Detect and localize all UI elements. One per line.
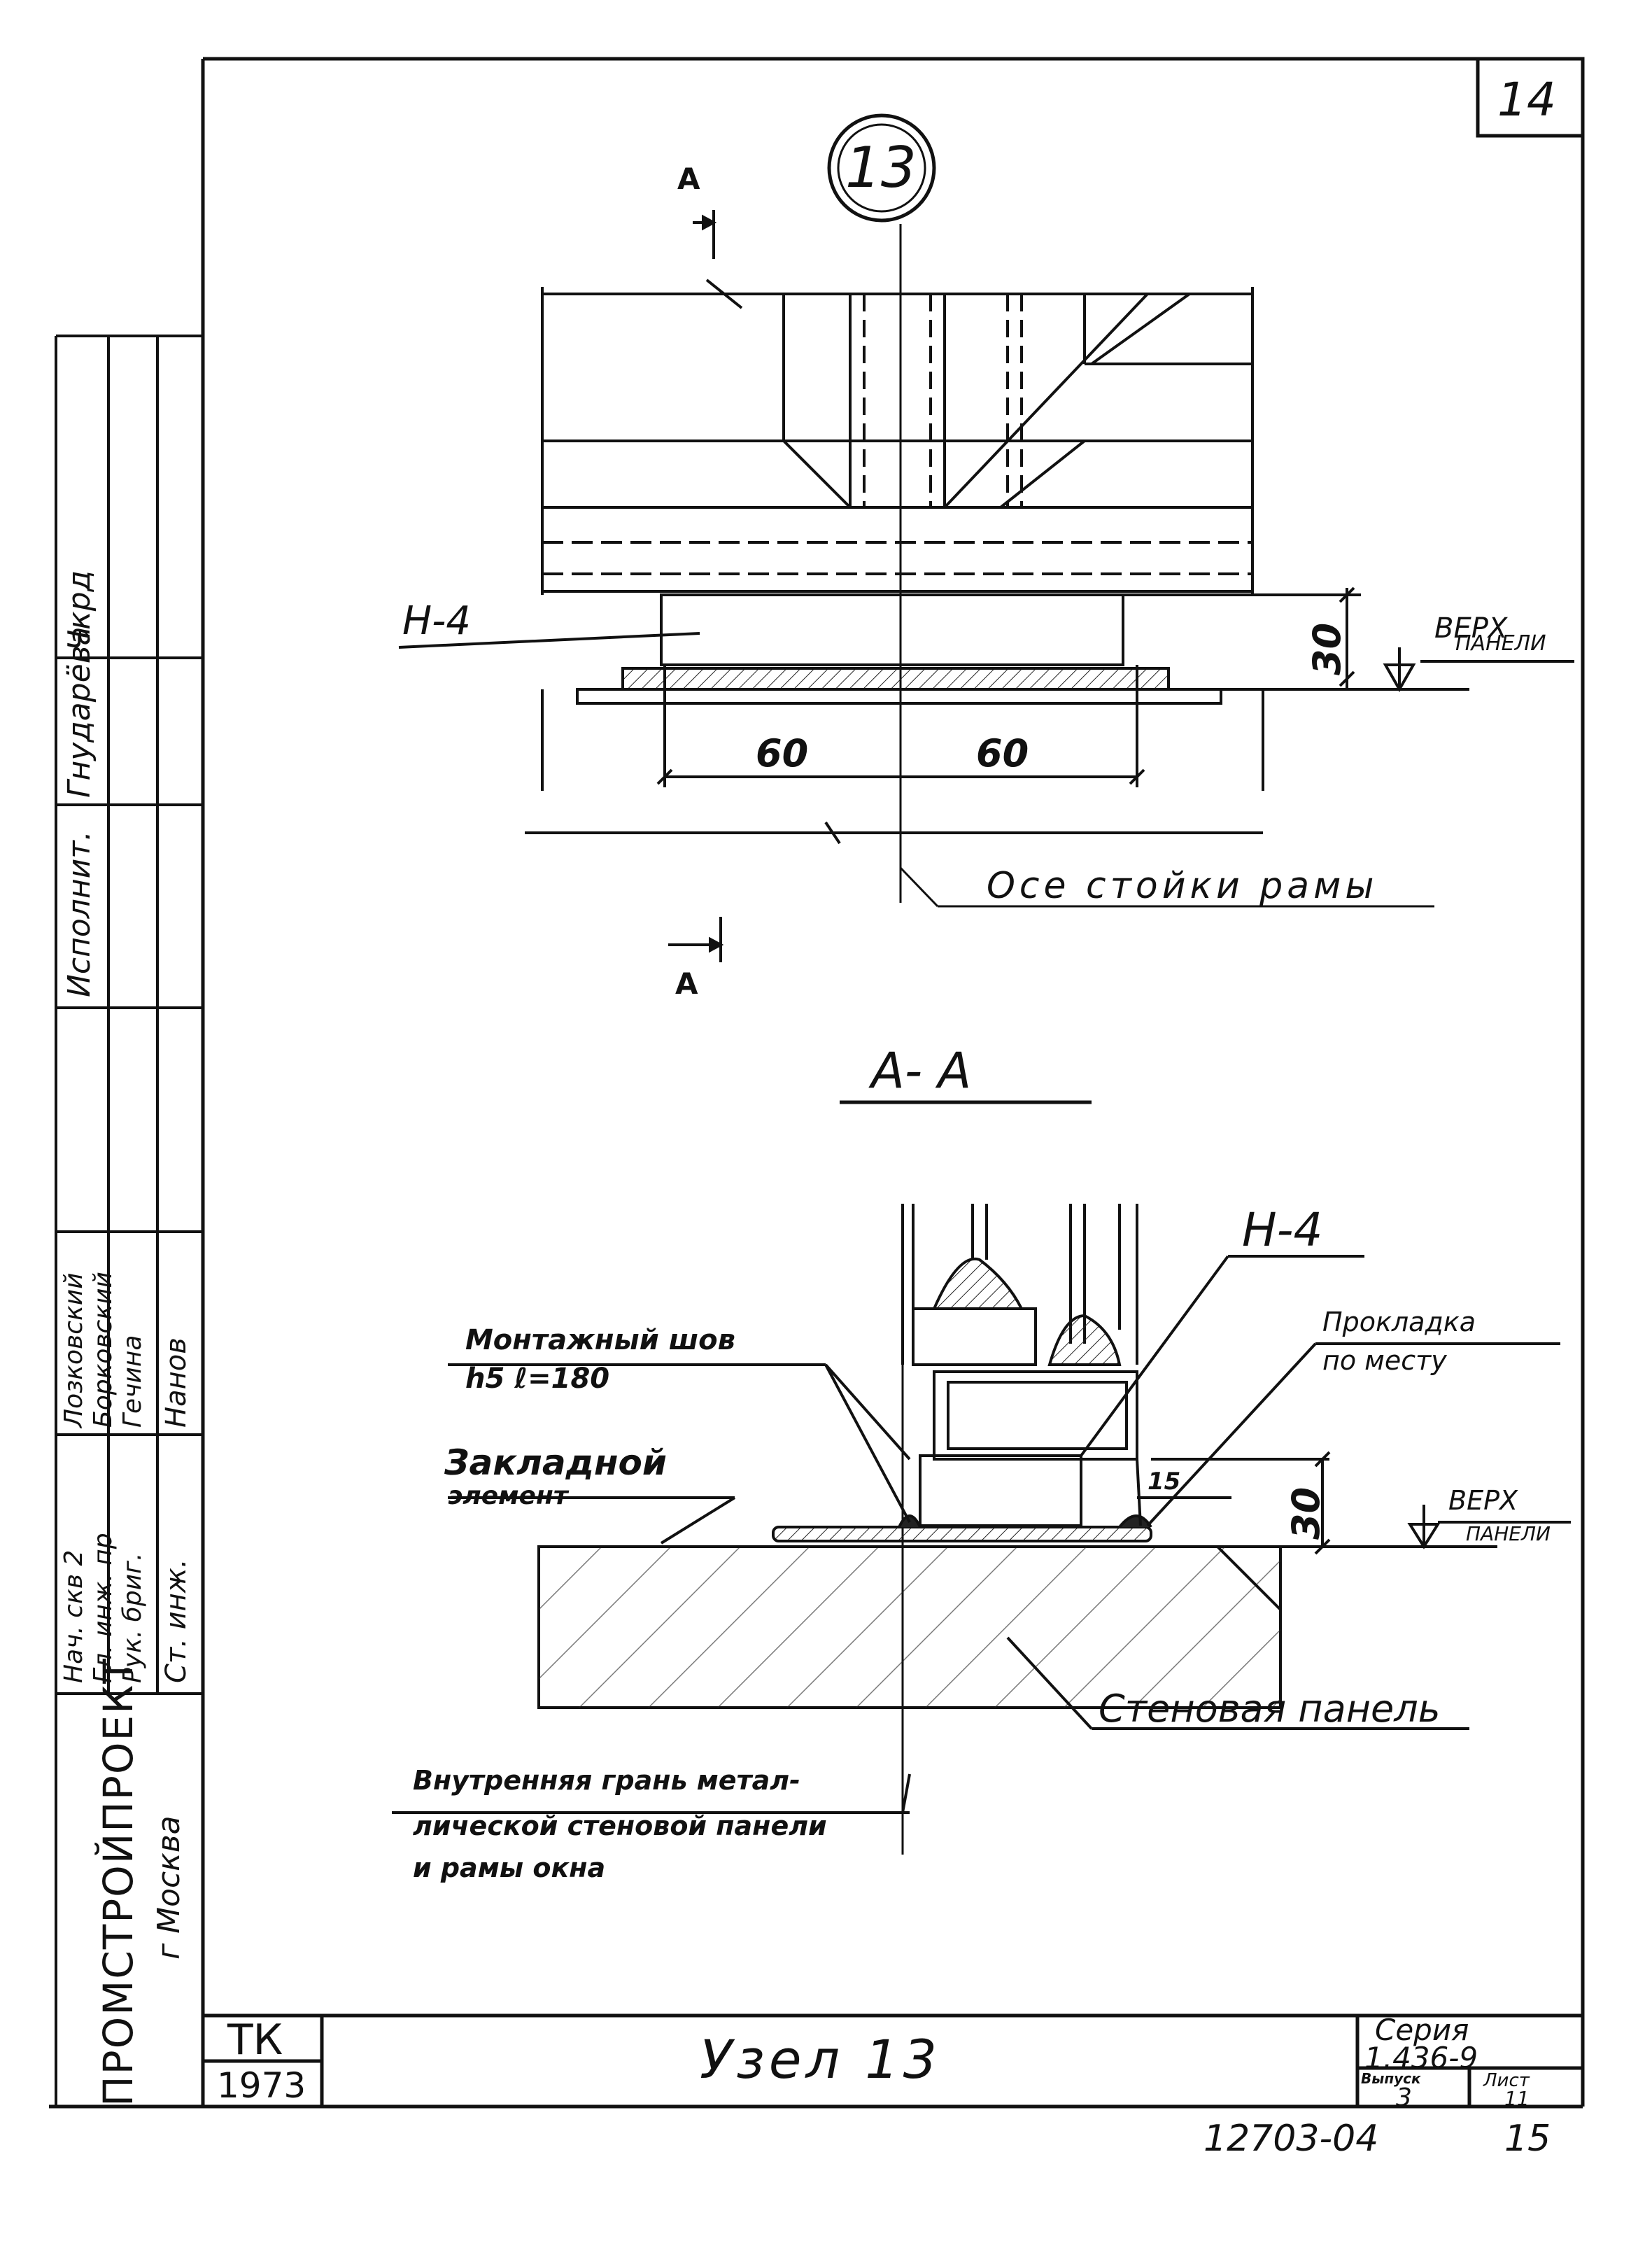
gasket-label-2: по месту (1322, 1345, 1447, 1376)
plan-view (398, 113, 1574, 962)
sheet-label: Лист (1483, 2070, 1530, 2091)
section-title: А- А (871, 1042, 972, 1099)
inner-face-label-1: Внутренняя грань метал- (413, 1765, 800, 1796)
node-callout: 13 (845, 135, 917, 200)
plan-level-label-2: ПАНЕЛИ (1455, 631, 1546, 656)
stamp-row-1-sign: Чкрд (62, 570, 97, 651)
issue-label: Выпуск (1361, 2070, 1421, 2087)
sheet-value: 11 (1504, 2087, 1530, 2110)
plan-dim-60-left: 60 (756, 731, 809, 775)
doc-code: 12703-04 (1203, 2118, 1379, 2160)
stamp-row-1-name: Гнударёва (62, 626, 97, 798)
gasket-label-1: Прокладка (1322, 1307, 1476, 1337)
plan-h4-label: Н-4 (402, 598, 471, 644)
wall-panel-label: Стеновая панель (1099, 1687, 1441, 1731)
series-value: 1.436-9 (1364, 2041, 1478, 2075)
section-view (392, 1204, 1571, 1855)
section-level-label-1: ВЕРХ (1448, 1485, 1518, 1516)
weld-label-2: h5 ℓ=180 (465, 1363, 610, 1395)
section-h4-label: Н-4 (1242, 1203, 1323, 1257)
page-number: 15 (1504, 2118, 1551, 2160)
series-label: Серия (1375, 2013, 1469, 2047)
stamp-org-name: ПРОМСТРОЙПРОЕКТ (94, 1657, 142, 2107)
sheet-frame (49, 57, 1585, 2109)
embedded-label-2: элемент (448, 1482, 568, 1510)
section-mark-top: А (677, 162, 700, 196)
stamp-row-5-role: Ст. инж. (160, 1559, 192, 1683)
section-dim-15: 15 (1148, 1468, 1181, 1496)
section-mark-bottom: А (675, 966, 698, 1001)
plan-level-label-1: ВЕРХ (1434, 612, 1508, 645)
inner-face-label-3: и рамы окна (413, 1852, 606, 1883)
inner-face-label-2: лической стеновой панели (413, 1810, 827, 1841)
plan-dim-30: 30 (1305, 622, 1349, 675)
tk-label: ТК (227, 2016, 283, 2065)
left-stamp-lines (55, 335, 203, 2107)
stamp-row-2-role: Нач. скв 2 (59, 1549, 88, 1683)
year-label: 1973 (217, 2065, 306, 2106)
title-block-lines (203, 2013, 1583, 2107)
stamp-row-4-name: Гечина (118, 1335, 147, 1428)
stamp-row-1-role: Исполнит. (62, 831, 97, 997)
plan-dim-60-right: 60 (976, 731, 1029, 775)
stamp-row-5-name: Нанов (160, 1337, 192, 1428)
stamp-org-city: г Москва (151, 1815, 187, 1960)
issue-value: 3 (1396, 2083, 1412, 2112)
embedded-label-1: Закладной (444, 1442, 667, 1483)
weld-label-1: Монтажный шов (465, 1324, 735, 1356)
plan-axis-label: Осе стойки рамы (987, 865, 1378, 907)
section-level-label-2: ПАНЕЛИ (1466, 1522, 1551, 1545)
stamp-row-2-name: Лозковский (59, 1272, 88, 1428)
section-dim-30: 30 (1284, 1486, 1328, 1540)
drawing-title: Узел 13 (700, 2028, 941, 2090)
sheet-number-corner: 14 (1497, 73, 1556, 127)
stamp-row-3-name: Борковский (89, 1272, 118, 1428)
